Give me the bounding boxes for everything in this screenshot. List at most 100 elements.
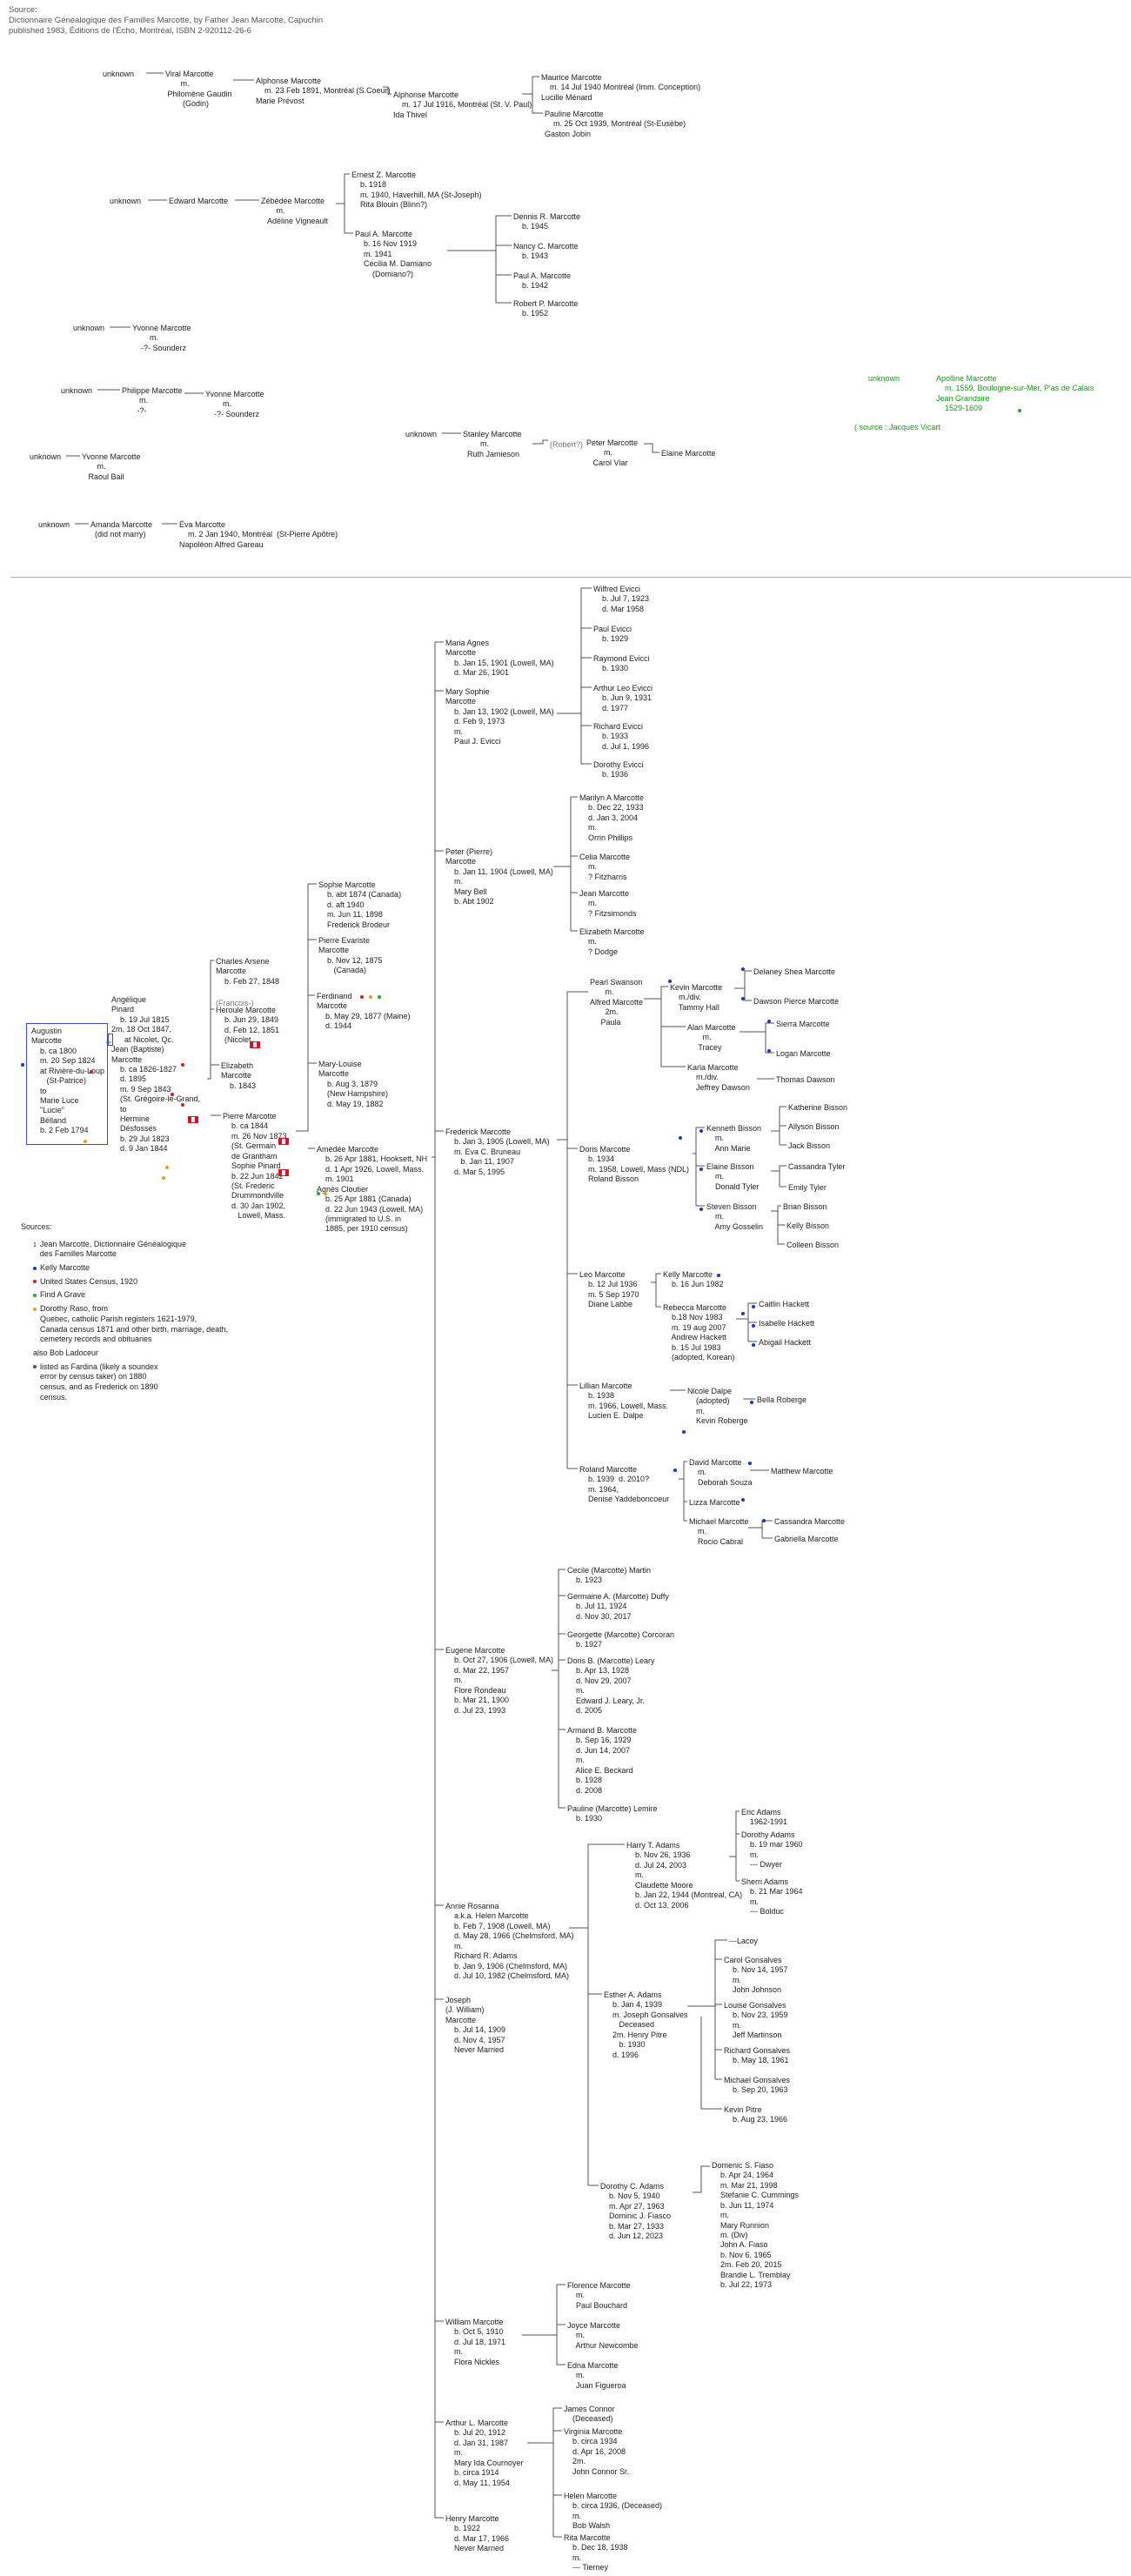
connector [522,76,539,95]
root-ancestor-box [26,1023,108,1145]
person-entry: Thomas Dawson [776,1075,835,1084]
person-entry: Paul A. Marcotte b. 1942 [513,271,572,291]
source-marker-icon [33,1280,37,1284]
connector [779,1171,786,1188]
source-text: Jean Marcotte, Dictionnaire Généalogique… [39,1239,187,1259]
connector [556,2335,566,2365]
person-entry: Harry T. Adams b. Nov 26, 1936 d. Jul 24… [626,1841,743,1910]
connector [344,204,353,234]
person-entry: Elizabeth Marcotte m. ? Dodge [579,927,645,956]
connector [522,2284,566,2336]
source-item: Dorothy Raso, from Quebec, catholic Pari… [33,1304,228,1345]
person-entry: Esther A. Adams b. Jan 4, 1939 m. Joseph… [604,1991,688,2059]
person-entry: Dorothy Adams b. 19 mar 1960 m. --- Dwye… [741,1830,803,1870]
person-entry: Nancy C. Marcotte b. 1943 [513,242,579,261]
kelly-marker [752,1324,755,1328]
person-entry: Robert P. Marcotte b. 1952 [513,299,579,318]
person-entry: Cecile (Marcotte) Martin b. 1923 [567,1566,652,1585]
source-item: also Bob Ladoceur [33,1348,228,1359]
person-entry: unknown [38,520,70,529]
person-entry: Domenic S. Fiaso b. Apr 24, 1964 m. Mar … [712,2161,800,2290]
person-entry: Caitlin Hackett [759,1300,810,1308]
person-entry: Angélique Pinard b. 19 Jul 1815 2m, 18 O… [111,995,201,1154]
header-line2: Dictionnaire Généalogique des Familles M… [9,15,324,25]
source-marker-icon [33,1266,37,1270]
person-entry: Éva Marcotte m. 2 Jan 1940, Montréal (St… [179,520,338,549]
person-entry: unknown [405,430,438,438]
source-marker-icon [33,1294,37,1298]
person-entry: Armand B. Marcotte b. Sep 16, 1929 d. Ju… [567,1726,638,1795]
person-entry: Pierre Evariste Marcotte b. Nov 12, 1875… [318,936,383,975]
kelly-marker [767,1020,771,1023]
findagrave-marker [1018,409,1021,412]
person-entry: David Marcotte m. Deborah Souza [689,1458,753,1487]
person-entry: Richard Evicci b. 1933 d. Jul 1, 1996 [593,722,650,751]
person-entry: Sherri Adams b. 21 Mar 1964 m. --- Boldu… [741,1877,803,1917]
person-entry: Kelly Bisson [786,1221,830,1230]
raso-marker [369,995,372,999]
person-entry: Jean Marcotte m. ? Fitzsimonds [579,889,637,918]
person-entry: Kevin Marcotte m./div. Tammy Hall [670,983,723,1012]
sources-title: Sources: [21,1222,52,1231]
person-entry: unknown [73,324,105,332]
kelly-marker [668,980,672,983]
person-entry: Ferdinand Marcotte b. May 29, 1877 (Main… [317,992,411,1031]
person-entry: Celia Marcotte m. ? Fitzharris [579,853,631,881]
person-entry: Viral Marcotte m. Philomène Gaudin (Godi… [165,70,232,109]
source-marker-icon [33,1365,37,1369]
source-text: Kelly Marcotte [40,1263,90,1273]
person-entry: Brian Bisson [783,1202,827,1211]
person-entry: Pierre Marcotte b. ca 1844 m. 26 Nov 187… [223,1112,287,1221]
person-entry: Peter Marcotte m. Carol Viar [586,438,639,467]
connector [687,1939,727,2007]
person-entry: Paul Evicci b. 1929 [593,625,632,644]
census-marker [181,1103,184,1107]
connector [693,1127,705,1154]
person-entry: Karla Marcotte m./div. Jeffrey Dawson [687,1063,750,1092]
person-entry: Doris B. (Marcotte) Leary b. Apr 13, 192… [567,1656,655,1716]
kelly-marker [750,1401,753,1404]
kelly-marker [673,1469,677,1472]
kelly-marker [741,1312,745,1315]
person-entry: Lizza Marcotte [689,1498,740,1507]
person-entry: Pearl Swanson m. Alfred Marcotte 2m. Pau… [590,978,644,1027]
person-entry: Cassandra Tyler [788,1162,846,1171]
connector [553,796,578,867]
person-entry: Edna Marcotte m. Juan Figueroa [567,2361,626,2390]
source-text: Dorothy Raso, from Quebec, catholic Pari… [40,1304,229,1344]
person-entry: Matthew Marcotte [771,1467,833,1475]
person-entry: Sierra Marcotte [776,1020,830,1028]
person-entry: Richard Gonsalves b. May 18, 1961 [724,2046,791,2065]
kelly-marker [679,1136,682,1140]
section-divider [10,577,1131,578]
person-entry: Arthur L. Marcotte b. Jul 20, 1912 d. Ja… [445,2419,524,2487]
person-entry: Allyson Bisson [788,1122,840,1131]
census-marker [171,1093,174,1096]
person-entry: Stanley Marcotte m. Ruth Jamieson [463,430,522,458]
person-entry: Louise Gonsalves b. Nov 23, 1959 m. Jeff… [724,2001,788,2040]
raso-marker [162,1176,165,1180]
kelly-marker [699,1129,703,1133]
person-entry: Apolline Marcotte m. 1559, Boulogne-sur-… [936,374,1094,413]
person-entry: Virginia Marcotte b. circa 1934 d. Apr 1… [564,2427,630,2476]
source-text: United States Census, 1920 [40,1276,138,1286]
findagrave-marker [317,1192,320,1195]
person-entry: Pauline Marcotte m. 25 Oct 1939, Montréa… [545,110,686,138]
connector [336,173,350,204]
kelly-marker [741,997,745,1000]
person-entry: Joyce Marcotte m. Arthur Newcombe [567,2321,639,2350]
person-entry: Abigail Hackett [759,1338,812,1347]
person-entry: Rita Marcotte b. Dec 18, 1938 m. --- Tie… [564,2533,628,2573]
person-entry: Frederick Marcotte b. Jan 3, 1905 (Lowel… [445,1127,550,1176]
person-entry: Joseph (J. William) Marcotte b. Jul 14, … [445,1996,506,2055]
person-entry: Lillian Marcotte b. 1938 m. 1966, Lowell… [579,1382,669,1421]
source-footnote-mark: 1 [33,1241,37,1248]
connector [569,1843,625,1929]
person-entry: Bella Roberge [757,1395,807,1404]
person-entry: Augustin Marcotte b. ca 1800 m. 20 Sep 1… [31,1027,105,1135]
connector [771,1165,786,1172]
